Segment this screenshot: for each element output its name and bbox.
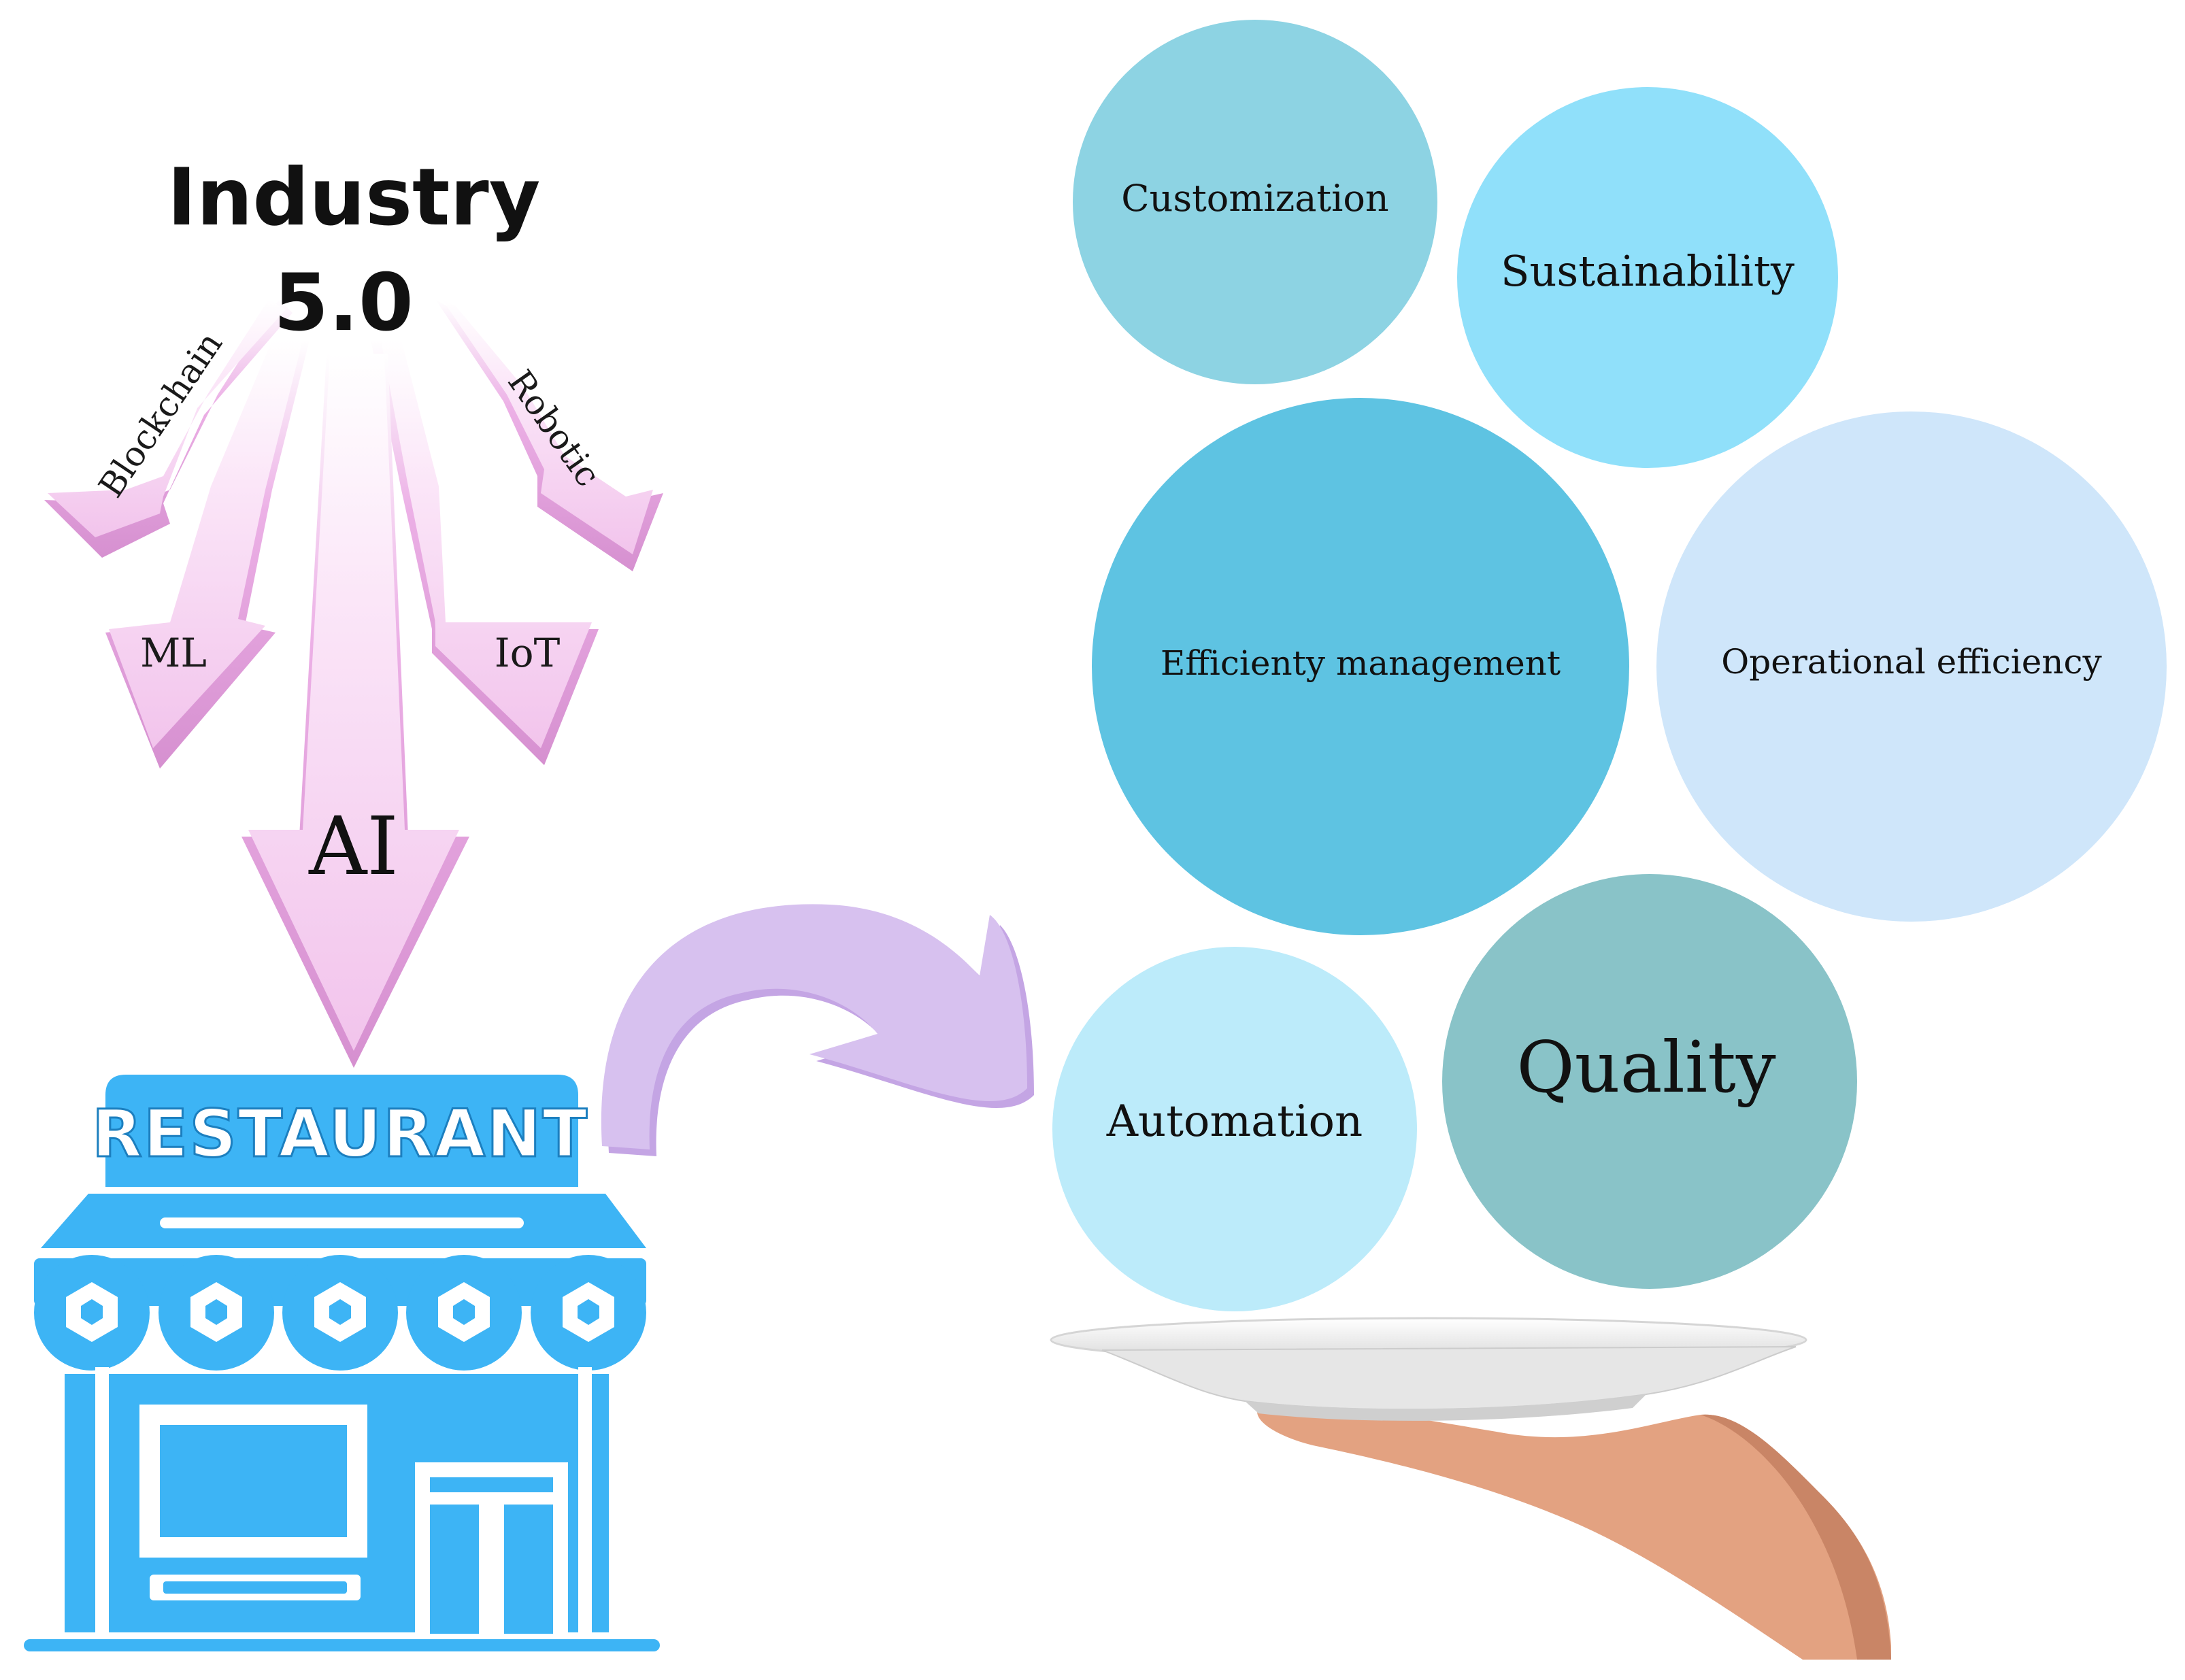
awning-hexagon-holes <box>81 1299 599 1325</box>
label-sustainability: Sustainability <box>1501 246 1795 296</box>
circle-sustainability <box>1457 87 1838 468</box>
restaurant-sign <box>105 1075 578 1187</box>
label-iot: IoT <box>495 630 561 676</box>
label-ai: AI <box>308 799 399 893</box>
ml-arrow <box>105 340 310 769</box>
plate-body <box>1101 1346 1797 1411</box>
roof-line <box>160 1217 524 1228</box>
circle-customization <box>1073 20 1437 384</box>
benefit-circles <box>1052 20 2167 1311</box>
label-ml: ML <box>140 630 207 676</box>
circle-efficiency-management <box>1092 398 1629 935</box>
ai-arrow <box>241 354 469 1068</box>
blockchain-arrow <box>44 299 293 558</box>
circle-automation <box>1052 947 1417 1311</box>
circle-operational-efficiency <box>1656 411 2167 922</box>
label-customization: Customization <box>1121 177 1388 220</box>
restaurant-sign-label: RESTAURANT <box>92 1096 588 1172</box>
restaurant-storefront-icon <box>24 1075 660 1651</box>
label-automation: Automation <box>1106 1096 1363 1147</box>
title-line-1: Industry <box>167 152 541 243</box>
curved-arrow-icon <box>601 904 1034 1156</box>
hand-holding-plate-icon <box>1050 1317 1891 1660</box>
label-operational-efficiency: Operational efficiency <box>1721 642 2102 682</box>
ground-line <box>24 1639 660 1651</box>
iot-arrow <box>371 340 599 765</box>
robotic-arrow <box>435 299 663 571</box>
label-quality: Quality <box>1516 1026 1776 1109</box>
label-efficiency-management: Efficienty management <box>1161 643 1561 683</box>
technology-arrows <box>44 299 663 1068</box>
hand-forearm <box>1257 1406 1891 1660</box>
circle-quality <box>1442 874 1857 1289</box>
title-line-2: 5.0 <box>273 257 414 349</box>
